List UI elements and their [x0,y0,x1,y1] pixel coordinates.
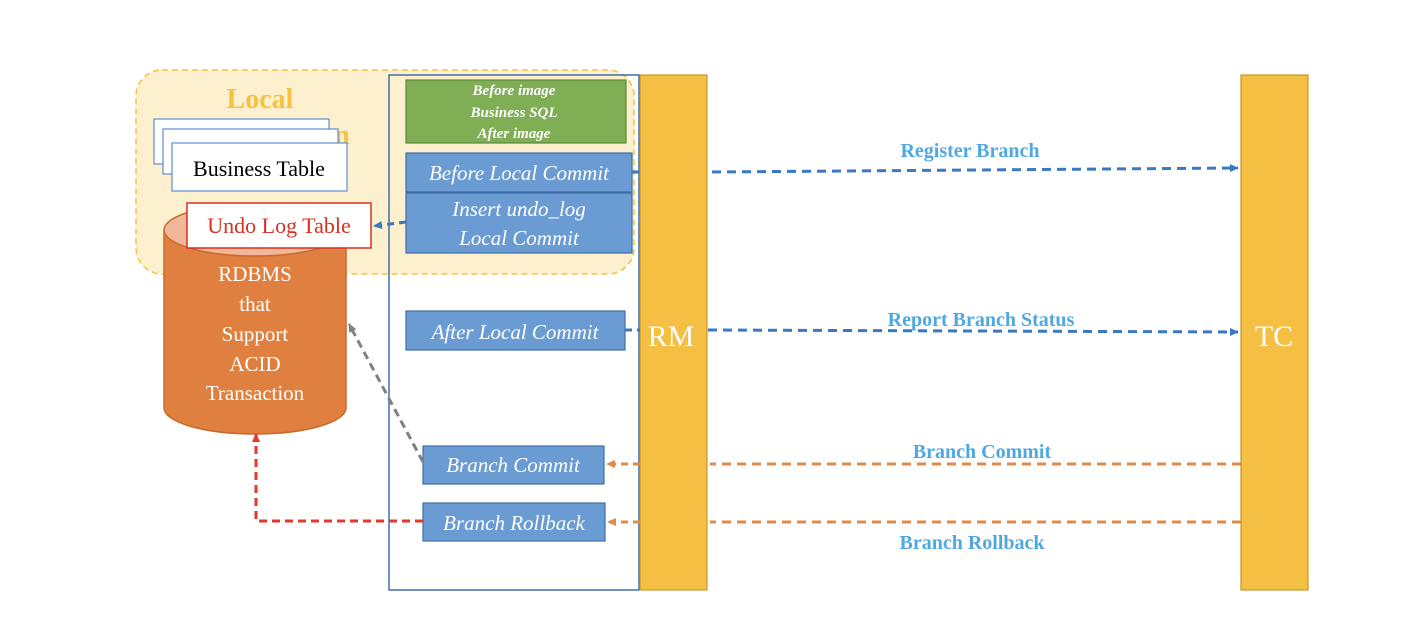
register-branch-label: Register Branch [900,140,1039,162]
before-local-commit-label: Before Local Commit [429,161,610,185]
sql-block-line-3: After image [477,126,551,142]
after-local-commit-label: After Local Commit [430,320,600,344]
report-branch-status-arrow [707,327,1239,336]
insert-undo-log-arrow [373,220,407,229]
database-line-4: ACID [229,352,280,376]
undo-log-table [186,202,372,249]
before-local-commit-step [405,152,633,193]
branch-commit-label: Branch Commit [913,441,1052,463]
database-line-1: RDBMS [218,262,292,286]
business-table-label: Business Table [193,156,325,181]
branch-rollback-db-arrow [252,433,423,523]
insert-undo-log-label-1: Insert undo_log [451,197,586,221]
insert-undo-log-label-2: Local Commit [458,226,580,250]
report-branch-status-label: Report Branch Status [888,309,1075,331]
tc-bar [1240,74,1309,591]
sql-block [405,79,627,144]
rm-label: RM [648,320,695,353]
branch-rollback-label: Branch Rollback [899,532,1045,554]
after-local-commit-step [405,310,626,351]
branch-commit-db-arrow [347,323,425,463]
branch-rollback-step [422,502,606,542]
database-line-3: Support [222,322,289,346]
rm-bar [639,74,708,591]
database-line-5: Transaction [206,381,305,405]
tc-label: TC [1255,320,1293,353]
sql-block-line-1: Before image [472,83,556,99]
register-branch-arrow [711,164,1239,174]
branch-rollback-step-label: Branch Rollback [443,511,585,535]
branch-commit-step-label: Branch Commit [446,453,581,477]
business-table [171,142,348,192]
undo-log-table-label: Undo Log Table [207,213,350,238]
sql-block-line-2: Business SQL [469,105,557,121]
local-region-title: Local [227,84,294,115]
rm-container [388,74,640,591]
database-line-2: that [239,292,271,316]
branch-commit-step [422,445,605,485]
